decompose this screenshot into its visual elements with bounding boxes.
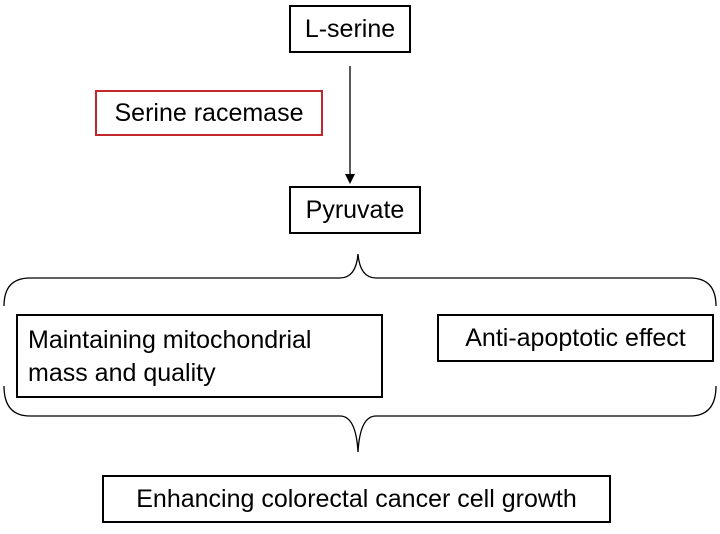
pyruvate-node: Pyruvate <box>289 186 421 234</box>
serine-racemase-label: Serine racemase <box>114 98 304 127</box>
anti-apoptotic-node: Anti-apoptotic effect <box>437 314 714 362</box>
growth-label: Enhancing colorectal cancer cell growth <box>136 484 577 513</box>
mitochondrial-text: Maintaining mitochondrial mass and quali… <box>28 324 311 389</box>
mitochondrial-node: Maintaining mitochondrial mass and quali… <box>16 314 383 398</box>
mitochondrial-label-line1: Maintaining mitochondrial <box>28 326 312 354</box>
growth-node: Enhancing colorectal cancer cell growth <box>102 475 611 523</box>
pyruvate-label: Pyruvate <box>305 195 405 224</box>
mitochondrial-label-line2: mass and quality <box>28 358 216 387</box>
top-brace <box>3 253 717 307</box>
lserine-label: L-serine <box>304 14 396 43</box>
arrowhead-icon <box>345 174 355 184</box>
lserine-node: L-serine <box>289 5 411 53</box>
bottom-brace <box>3 385 717 453</box>
serine-racemase-node: Serine racemase <box>95 90 323 136</box>
anti-apoptotic-label: Anti-apoptotic effect <box>465 323 686 352</box>
